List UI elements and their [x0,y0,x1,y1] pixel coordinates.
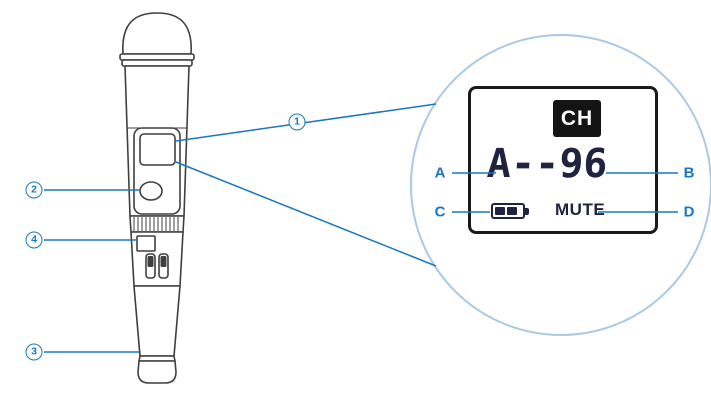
callout-3-number: 3 [31,345,37,358]
mic-battery-door [136,235,156,252]
mic-switch-1 [145,253,156,279]
mic-handle [133,285,181,357]
callout-3: 3 [25,343,43,361]
channel-value: A--96 [485,141,609,187]
lcd-panel: CH A--96 MUTE [468,86,658,234]
label-c: C [434,203,446,221]
mic-knurl-hatches [133,217,179,231]
battery-bar [495,207,505,215]
microphone-illustration [119,12,195,384]
channel-badge: CH [553,100,601,137]
label-a: A [434,164,446,182]
label-b: B [683,164,695,182]
zoom-line-top [175,103,437,142]
zoom-line-bottom [175,161,437,267]
callout-4-number: 4 [31,233,37,246]
battery-bar [507,207,517,215]
mic-head [122,12,192,55]
mic-end-cap [137,360,177,384]
callout-1-number: 1 [294,115,300,128]
callout-2-number: 2 [31,183,37,196]
mic-body [124,65,190,217]
mic-grille-band-2 [121,59,193,67]
mic-battery-section [130,231,184,287]
callout-1: 1 [288,113,306,131]
callout-2: 2 [25,181,43,199]
mic-display-module [133,127,181,215]
mic-switch-2 [158,253,169,279]
mic-end-cap-ring [138,355,176,362]
mute-indicator: MUTE [555,200,606,219]
leader-lines [44,103,437,353]
mic-knurl-ring [129,215,185,233]
battery-icon [491,203,529,219]
mic-switch-2-knob [160,256,167,267]
mic-power-button [139,181,163,201]
label-d: D [683,203,695,221]
callout-4: 4 [25,231,43,249]
mic-screen [139,133,176,166]
mic-grille-band-1 [119,53,195,61]
mic-switch-1-knob [147,256,154,267]
